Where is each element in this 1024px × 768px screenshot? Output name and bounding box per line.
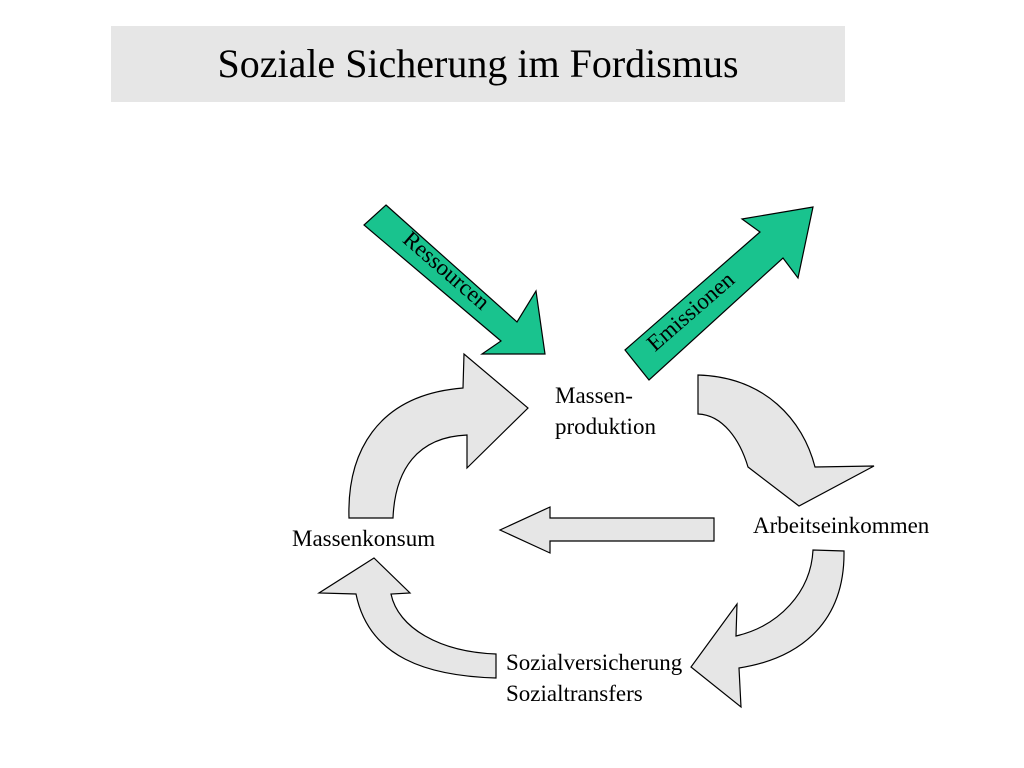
arrow-income-to-social [690,549,845,709]
diagram-title: Soziale Sicherung im Fordismus [217,41,739,86]
arrow-resources [363,204,546,355]
title-bar: Soziale Sicherung im Fordismus [111,26,845,102]
node-mass-production-line2: produktion [555,414,656,439]
resources-label: Ressourcen [398,226,495,315]
node-social-insurance: Sozialversicherung Sozialtransfers [506,647,682,709]
arrow-production-to-income [697,374,875,507]
node-mass-production: Massen- produktion [555,380,656,442]
arrow-consumption-to-production [348,352,529,519]
arrow-emissions [624,206,814,381]
arrow-income-to-consumption [498,506,715,554]
node-mass-production-line1: Massen- [555,383,633,408]
arrow-social-to-consumption [317,557,497,679]
node-labor-income: Arbeitseinkommen [753,513,930,538]
node-social-insurance-line2: Sozialtransfers [506,681,643,706]
node-social-insurance-line1: Sozialversicherung [506,650,683,675]
node-mass-consumption: Massenkonsum [292,526,436,551]
